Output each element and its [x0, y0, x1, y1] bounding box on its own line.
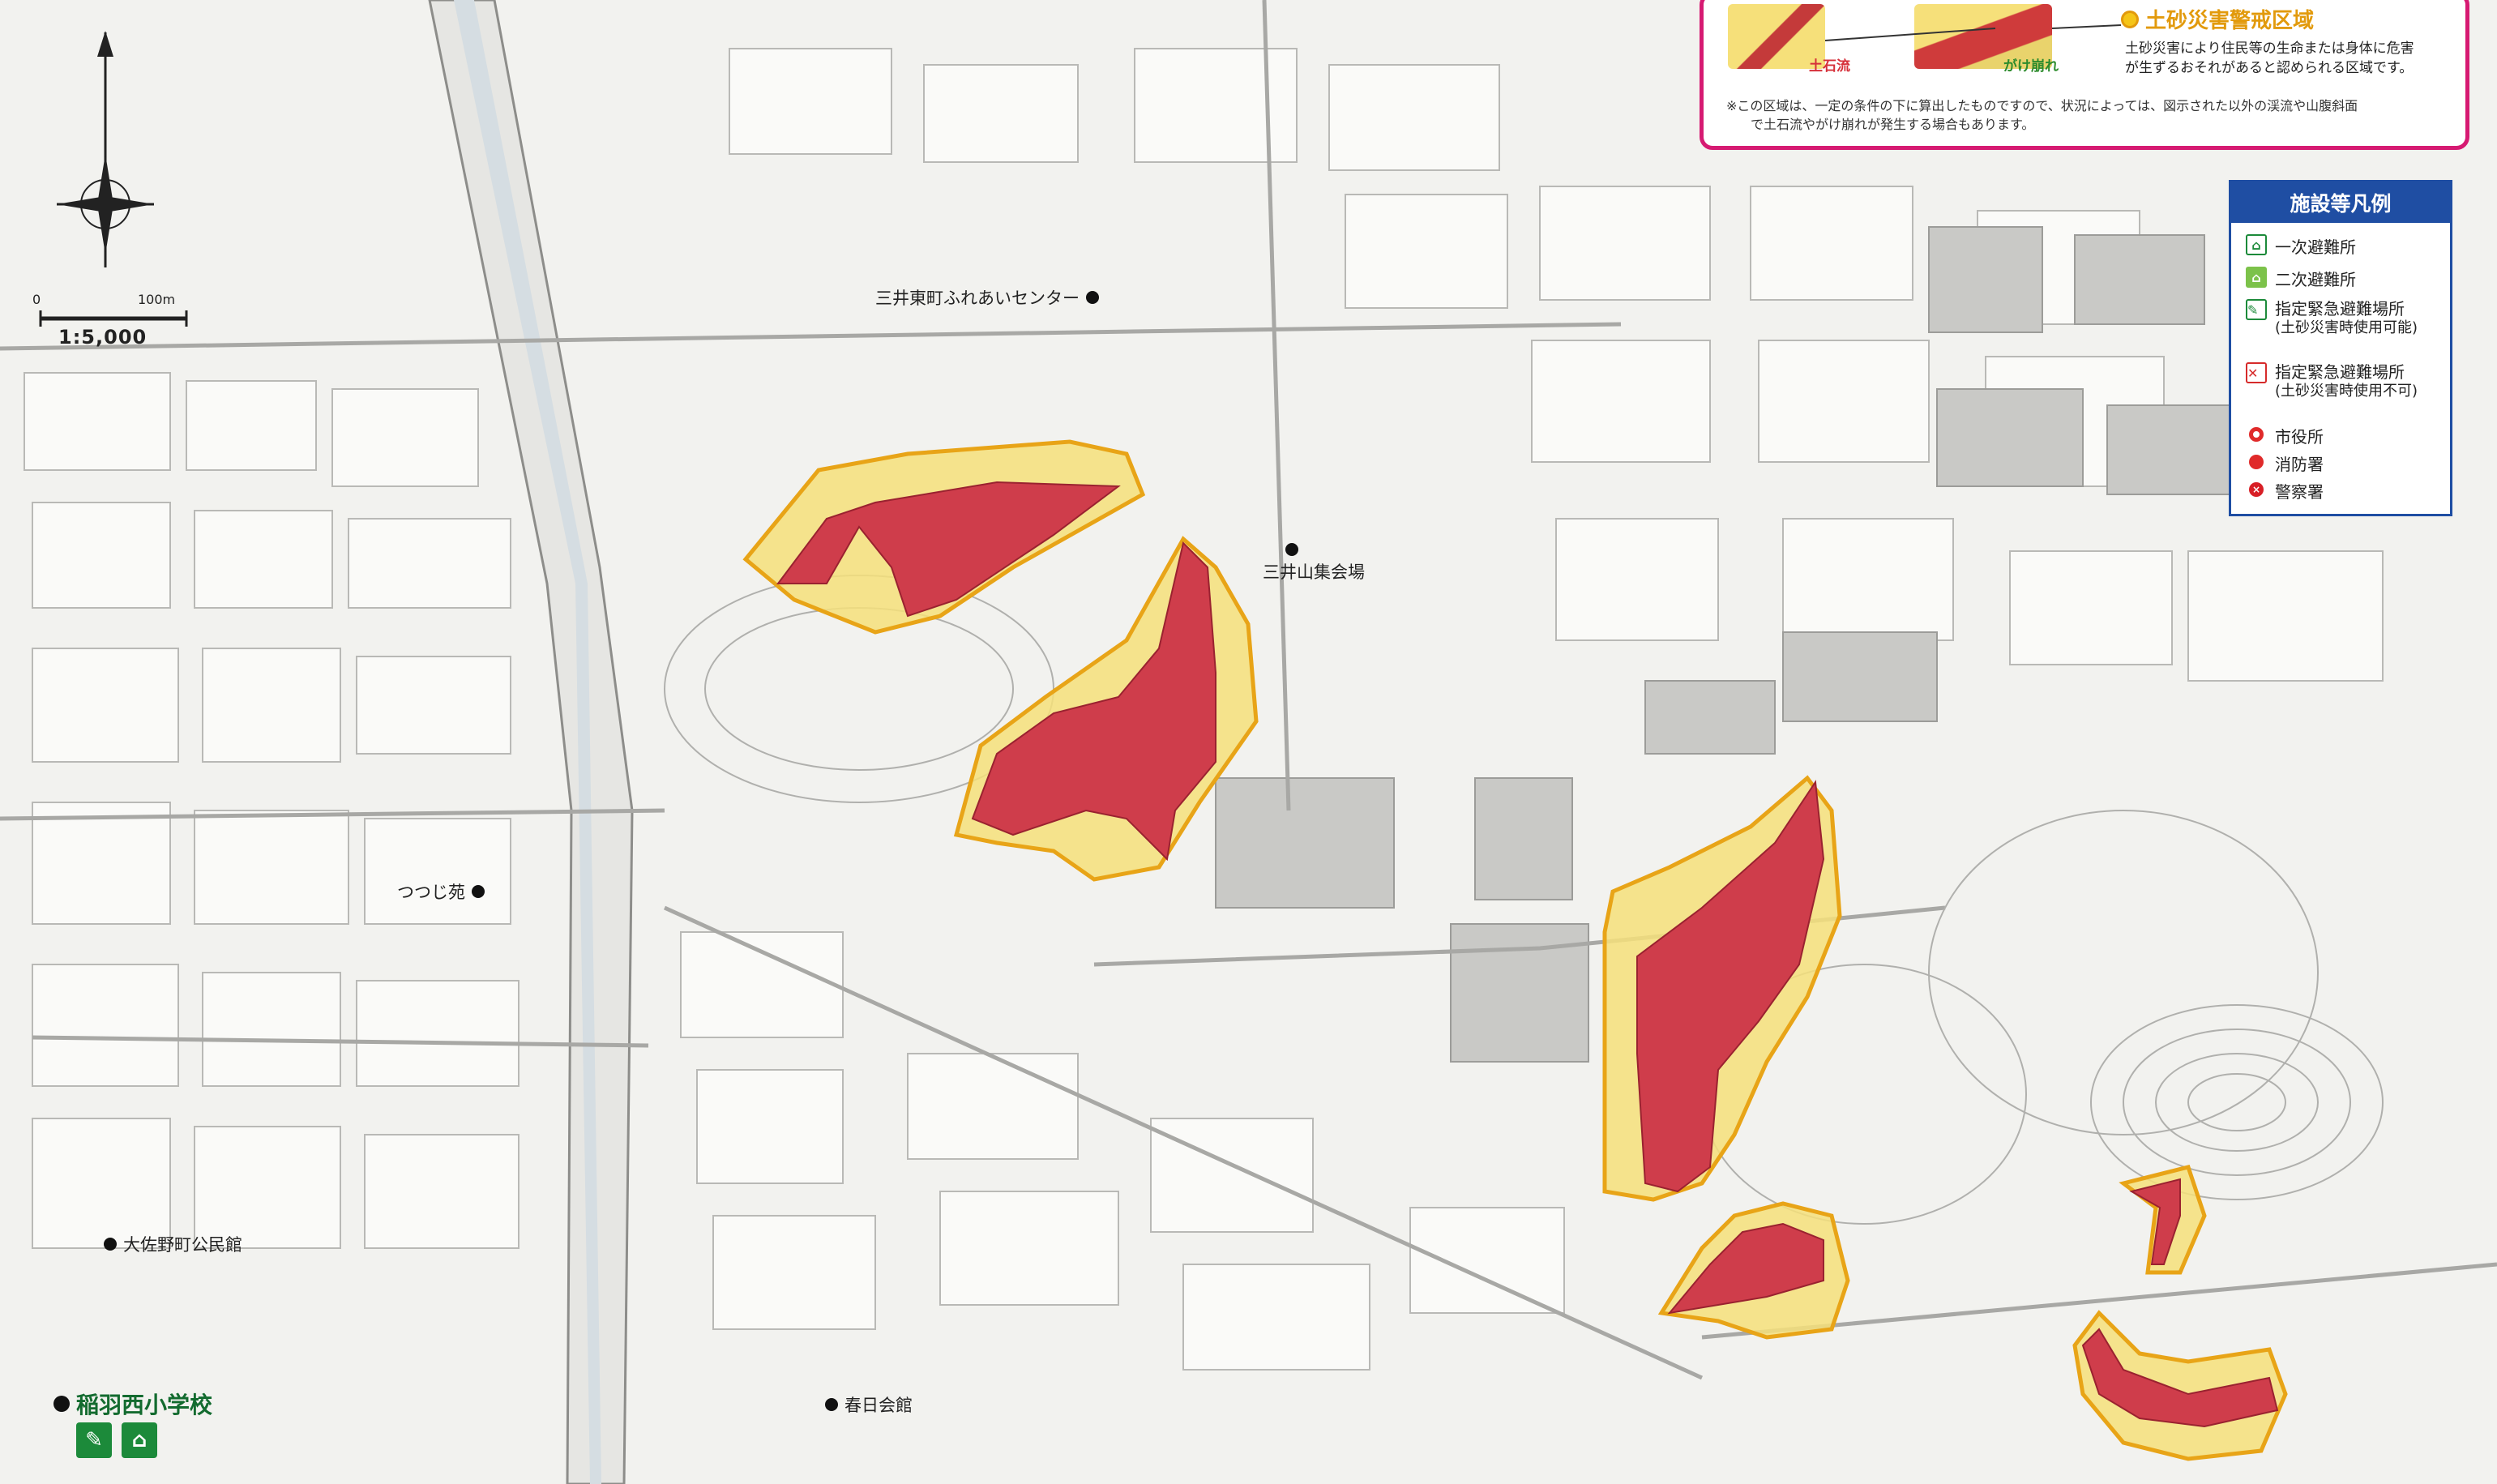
- place-label: 春日会館: [844, 1396, 913, 1415]
- facility-legend: 施設等凡例 ⌂ 一次避難所 ⌂ 二次避難所 ✎ 指定緊急避難場所 (土砂災害時使…: [2229, 180, 2452, 516]
- emergency-site-unusable-icon: ✕: [2246, 362, 2267, 383]
- legend-sublabel: (土砂災害時使用不可): [2275, 383, 2418, 400]
- place-label: つつじ苑: [397, 883, 465, 902]
- scale-ratio: 1:5,000: [58, 326, 148, 349]
- legend-emergency-usable: ✎ 指定緊急避難場所 (土砂災害時使用可能): [2246, 299, 2418, 338]
- zone-legend: 土石流 がけ崩れ 土砂災害警戒区域 土砂災害により住民等の生命または身体に危害 …: [1700, 0, 2469, 150]
- legend-label: 指定緊急避難場所: [2275, 362, 2405, 382]
- warning-zone-desc-1: 土砂災害により住民等の生命または身体に危害: [2125, 41, 2414, 57]
- fire-station-icon: [2249, 455, 2264, 469]
- warning-zone-desc-2: が生ずるおそれがあると認められる区域です。: [2125, 60, 2414, 76]
- legend-secondary-shelter: ⌂ 二次避難所: [2246, 267, 2356, 290]
- debris-flow-diagram: [1728, 4, 1825, 69]
- place-label: 大佐野町公民館: [123, 1235, 242, 1255]
- place-kasuga[interactable]: 春日会館: [825, 1392, 913, 1417]
- legend-note-1: ※この区域は、一定の条件の下に算出したものですので、状況によっては、図示された以…: [1726, 98, 2358, 113]
- compass-icon: [57, 31, 154, 267]
- legend-label: 一次避難所: [2275, 237, 2356, 257]
- legend-label: 市役所: [2275, 427, 2324, 447]
- place-mitsuiyama[interactable]: 三井山集会場: [1263, 543, 1365, 584]
- city-hall-icon: [2249, 427, 2264, 442]
- facility-legend-title: 施設等凡例: [2231, 182, 2450, 223]
- legend-label: 警察署: [2275, 482, 2324, 502]
- river: [428, 0, 634, 1484]
- legend-primary-shelter: ⌂ 一次避難所: [2246, 234, 2356, 258]
- emergency-site-usable-icon: ✎: [2246, 299, 2267, 320]
- hazard-zone-4[interactable]: [1657, 1201, 1850, 1340]
- city-blocks: [24, 48, 2384, 1371]
- slope-failure-diagram: [1914, 4, 2052, 69]
- place-osano[interactable]: 大佐野町公民館: [104, 1232, 242, 1256]
- point-icon: [53, 1396, 70, 1412]
- hazard-zone-1[interactable]: [742, 439, 1146, 635]
- place-tsutsuji[interactable]: つつじ苑: [397, 879, 485, 904]
- hazard-zone-3[interactable]: [1602, 775, 1842, 1202]
- legend-label: 消防署: [2275, 455, 2324, 474]
- warning-zone-title: 土砂災害警戒区域: [2121, 4, 2314, 34]
- legend-fire-station: 消防署: [2246, 451, 2324, 475]
- legend-city-hall: 市役所: [2246, 424, 2324, 447]
- warning-zone-label: 土砂災害警戒区域: [2145, 9, 2315, 33]
- police-station-icon: ×: [2249, 482, 2264, 497]
- legend-leader-lines: [1824, 24, 2122, 41]
- school-label: 稲羽西小学校: [76, 1392, 213, 1418]
- legend-label: 指定緊急避難場所: [2275, 299, 2405, 319]
- warning-zone-icon: [2121, 10, 2139, 28]
- legend-note-2: で土石流やがけ崩れが発生する場合もあります。: [1751, 117, 2035, 132]
- place-label: 三井山集会場: [1263, 562, 1365, 582]
- buildings: [1215, 226, 2238, 1063]
- scale-zero: 0: [32, 292, 41, 307]
- primary-shelter-icon: ⌂: [122, 1422, 157, 1458]
- scale-bar: [39, 310, 188, 327]
- emergency-shelter-icon: ✎: [76, 1422, 112, 1458]
- point-icon: [825, 1398, 838, 1411]
- scale-distance: 100m: [138, 292, 176, 307]
- legend-emergency-unusable: ✕ 指定緊急避難場所 (土砂災害時使用不可): [2246, 362, 2418, 401]
- school-facility-icons: ✎ ⌂: [76, 1422, 157, 1458]
- legend-police-station: × 警察署: [2246, 479, 2324, 503]
- hazard-zone-6[interactable]: [2072, 1310, 2288, 1461]
- debris-flow-caption: 土石流: [1809, 58, 1850, 75]
- point-icon: [472, 885, 485, 898]
- primary-shelter-icon: ⌂: [2246, 234, 2267, 255]
- hazard-zone-2[interactable]: [953, 536, 1259, 882]
- legend-sublabel: (土砂災害時使用可能): [2275, 319, 2418, 336]
- point-icon: [1086, 291, 1099, 304]
- place-mitsui-higashi[interactable]: 三井東町ふれあいセンター: [875, 285, 1099, 310]
- place-label: 三井東町ふれあいセンター: [875, 289, 1080, 308]
- point-icon: [1285, 543, 1298, 556]
- point-icon: [104, 1238, 117, 1251]
- secondary-shelter-icon: ⌂: [2246, 267, 2267, 288]
- hazard-zone-5[interactable]: [2119, 1165, 2207, 1275]
- slope-failure-caption: がけ崩れ: [2003, 58, 2059, 75]
- place-school[interactable]: 稲羽西小学校: [53, 1388, 212, 1420]
- legend-label: 二次避難所: [2275, 270, 2356, 289]
